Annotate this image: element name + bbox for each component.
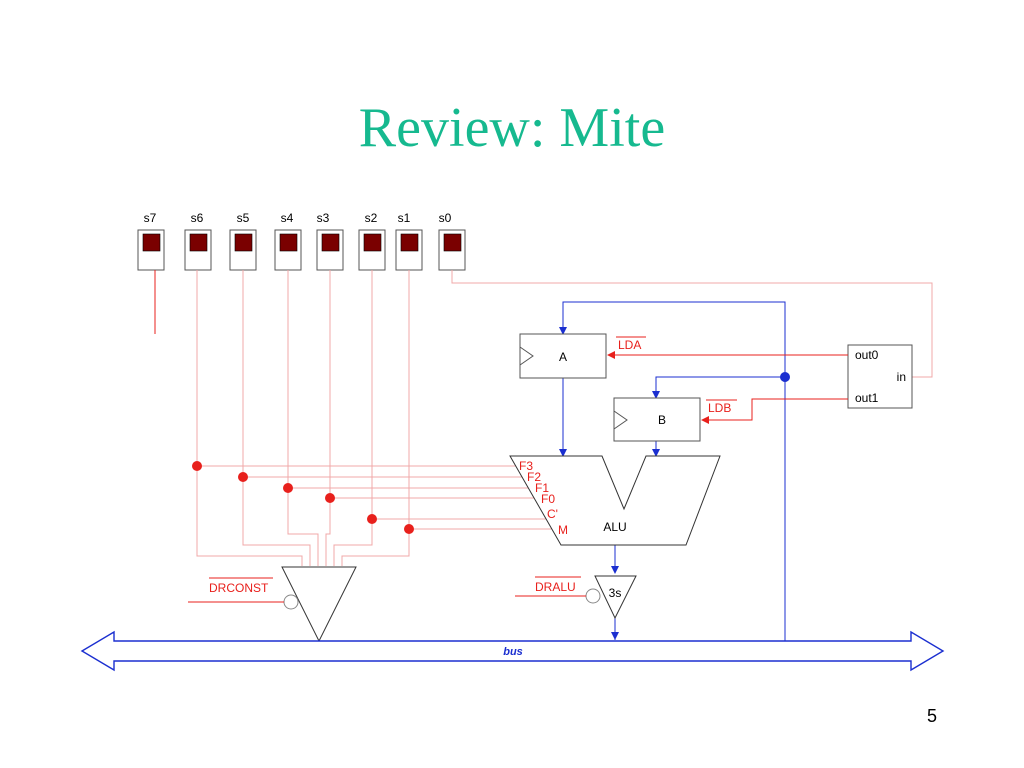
register-b-label: B <box>658 413 666 427</box>
alu-input-c: C' <box>547 507 558 521</box>
switch-s6[interactable]: s6 <box>184 211 212 271</box>
switch-s7[interactable]: s7 <box>137 211 165 271</box>
switch-label-s2: s2 <box>365 211 378 225</box>
const-driver: DRCONST <box>188 566 357 643</box>
io-unit: out0 in out1 <box>847 344 913 409</box>
load-control-arrowheads <box>607 351 709 424</box>
alu-input-m: M <box>558 523 568 537</box>
page-number: 5 <box>926 706 937 726</box>
dralu-label: DRALU <box>535 580 576 594</box>
alu: ALU F3 F2 F1 F0 C' M <box>509 455 721 546</box>
switch-s0[interactable]: s0 <box>438 211 466 271</box>
register-a: A <box>519 333 607 379</box>
slide-title: Review: Mite <box>358 97 666 159</box>
switch-label-s4: s4 <box>281 211 294 225</box>
switch-s5[interactable]: s5 <box>229 211 257 271</box>
switch-s3[interactable]: s3 <box>316 211 344 271</box>
switch-label-s3: s3 <box>317 211 330 225</box>
io-out1-label: out1 <box>855 391 879 405</box>
switch-s2[interactable]: s2 <box>358 211 386 271</box>
register-b: B <box>613 397 701 442</box>
bus: bus <box>80 630 945 672</box>
bus-label: bus <box>503 646 523 658</box>
alu-tristate: DRALU 3s <box>515 575 637 620</box>
junction-dots <box>192 461 414 534</box>
switch-s4[interactable]: s4 <box>274 211 302 271</box>
register-a-label: A <box>559 350 567 364</box>
lda-label: LDA <box>618 338 641 352</box>
alu-label: ALU <box>603 520 626 534</box>
io-out0-label: out0 <box>855 348 879 362</box>
bus-junction-dot <box>780 372 790 382</box>
switch-label-s5: s5 <box>237 211 250 225</box>
load-control-wires <box>609 336 848 421</box>
alu-input-f2: F2 <box>527 470 541 484</box>
switch-s1[interactable]: s1 <box>395 211 423 271</box>
switch-label-s7: s7 <box>144 211 157 225</box>
dralu-bubble <box>585 588 601 604</box>
datapath-wires <box>562 301 786 641</box>
switch-label-s0: s0 <box>439 211 452 225</box>
ldb-label: LDB <box>708 401 731 415</box>
datapath-arrowheads <box>559 327 660 640</box>
alu-input-f1: F1 <box>535 481 549 495</box>
drconst-label: DRCONST <box>209 581 269 595</box>
alu-input-f3: F3 <box>519 459 533 473</box>
switch-label-s6: s6 <box>191 211 204 225</box>
switch-label-s1: s1 <box>398 211 411 225</box>
tristate-label: 3s <box>609 586 622 600</box>
drconst-bubble <box>283 594 299 610</box>
switch-wires <box>196 270 933 566</box>
io-in-label: in <box>897 370 906 384</box>
alu-input-f0: F0 <box>541 492 555 506</box>
